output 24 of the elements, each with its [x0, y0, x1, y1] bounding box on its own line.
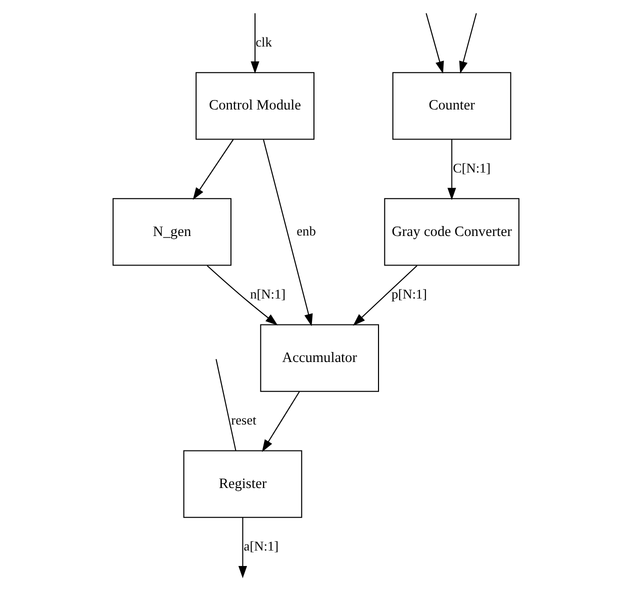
arrow: [262, 391, 300, 452]
edge-label: p[N:1]: [392, 286, 427, 302]
node-box: Register: [183, 450, 302, 518]
edge-label: clk: [256, 34, 272, 50]
node-box: Control Module: [196, 72, 314, 140]
arrow: [192, 139, 234, 200]
node-box: Counter: [392, 72, 512, 140]
edge-label: C[N:1]: [452, 160, 491, 176]
arrow: [206, 265, 278, 326]
arrow: [352, 265, 418, 326]
arrow: [250, 13, 260, 74]
edge-label: a[N:1]: [244, 538, 279, 554]
arrow: [238, 517, 248, 578]
node-box: Accumulator: [260, 324, 380, 392]
arrow: [447, 140, 456, 200]
edge-label: reset: [231, 412, 256, 428]
node-box: Gray code Converter: [384, 198, 520, 266]
arrow: [459, 13, 477, 74]
edge-label: n[N:1]: [250, 286, 286, 302]
arrow: [262, 140, 313, 326]
edge-label: enb: [296, 223, 316, 238]
connector: [216, 359, 236, 451]
node-box: N_gen: [112, 198, 232, 266]
arrow: [426, 13, 444, 74]
